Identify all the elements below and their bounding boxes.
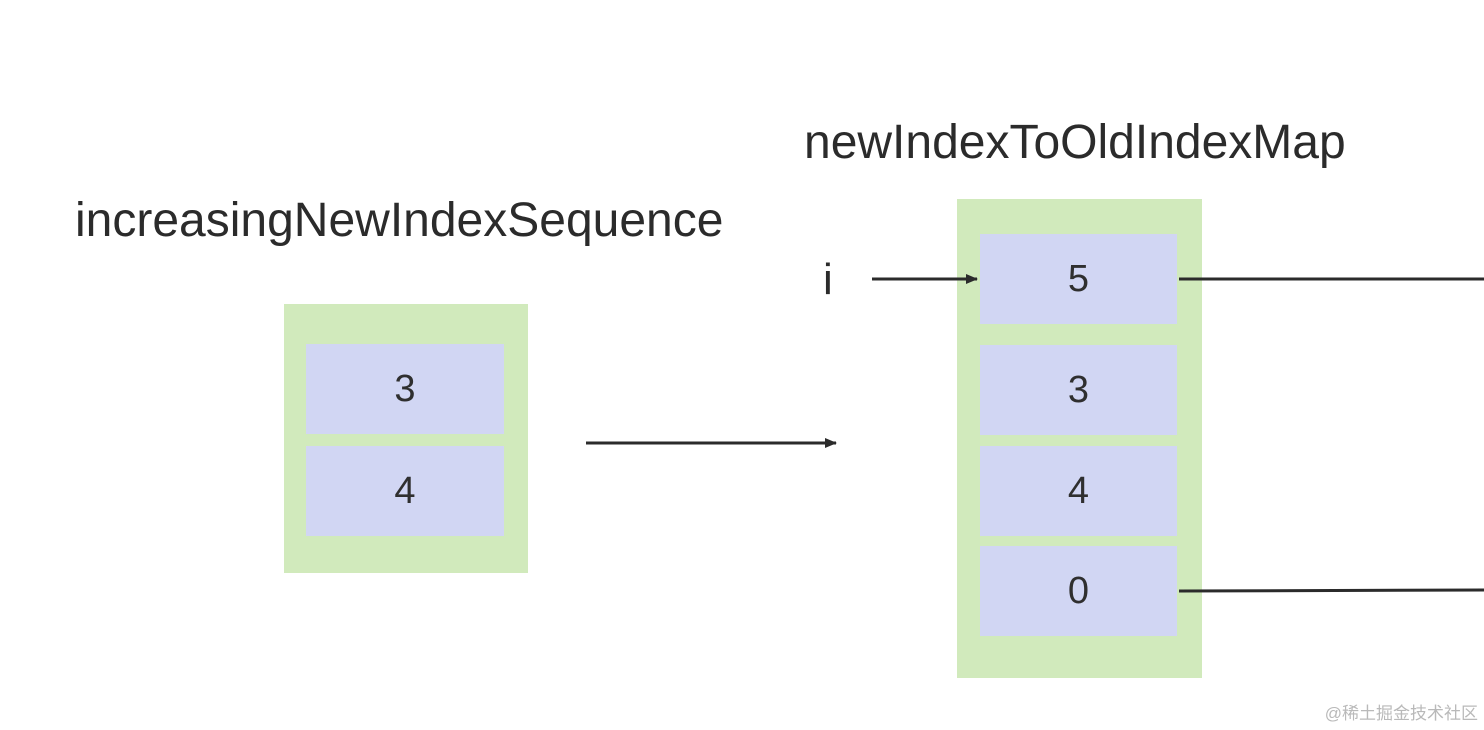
map-container: 5 3 4 0: [957, 199, 1202, 678]
map-cell: 3: [980, 345, 1177, 435]
map-cell: 5: [980, 234, 1177, 324]
map-title: newIndexToOldIndexMap: [804, 116, 1346, 169]
sequence-cell: 3: [306, 344, 504, 434]
map-cell: 4: [980, 446, 1177, 536]
map-cell-connector: [1178, 588, 1484, 593]
sequence-container: 3 4: [284, 304, 528, 573]
sequence-title: increasingNewIndexSequence: [75, 194, 724, 247]
map-cell: 0: [980, 546, 1177, 636]
watermark: @稀土掘金技术社区: [1324, 704, 1478, 723]
sequence-cell: 4: [306, 446, 504, 536]
pointer-label: i: [823, 255, 833, 304]
